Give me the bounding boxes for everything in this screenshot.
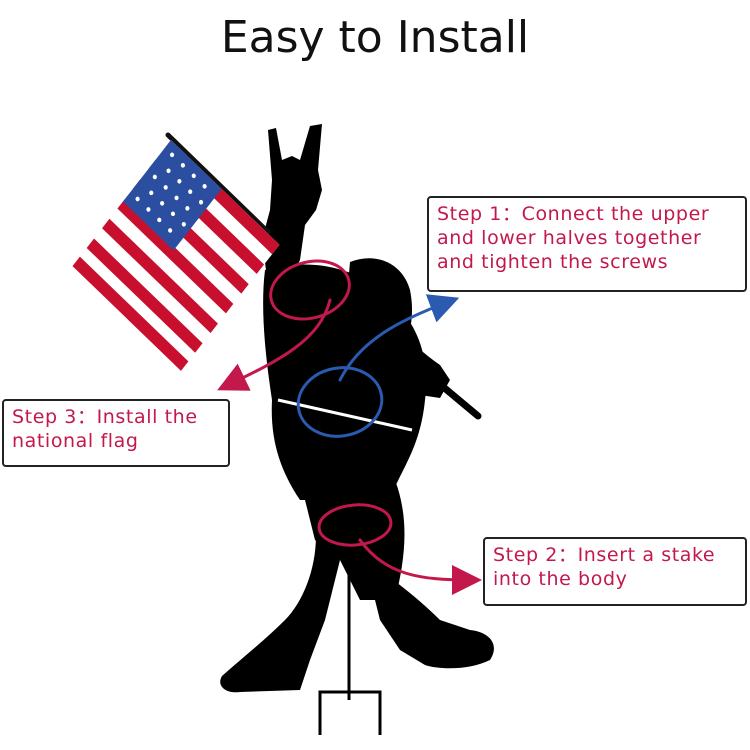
step2-line2: into the body xyxy=(493,568,628,590)
page-title: Easy to Install xyxy=(220,12,530,63)
flag-stick xyxy=(401,351,482,420)
american-flag-icon xyxy=(72,132,280,371)
bigfoot-silhouette xyxy=(220,124,494,693)
ground-stake-icon xyxy=(318,560,382,735)
step1-arrow-icon xyxy=(296,294,460,438)
step2-arrow-icon xyxy=(317,503,482,595)
step3-line1: Step 3：Install the xyxy=(12,406,198,428)
step1-line1: Step 1：Connect the upper xyxy=(437,203,710,225)
step1-callout: Step 1：Connect the upper and lower halve… xyxy=(427,196,747,292)
step2-line1: Step 2：Insert a stake xyxy=(493,544,716,566)
step3-arrow-icon xyxy=(217,259,351,391)
body-seam xyxy=(277,398,413,432)
step2-callout: Step 2：Insert a stake into the body xyxy=(483,537,747,606)
step3-line2: national flag xyxy=(12,430,139,452)
step3-callout: Step 3：Install the national flag xyxy=(2,399,230,467)
step1-line3: and tighten the screws xyxy=(437,251,669,273)
step1-line2: and lower halves together xyxy=(437,227,702,249)
